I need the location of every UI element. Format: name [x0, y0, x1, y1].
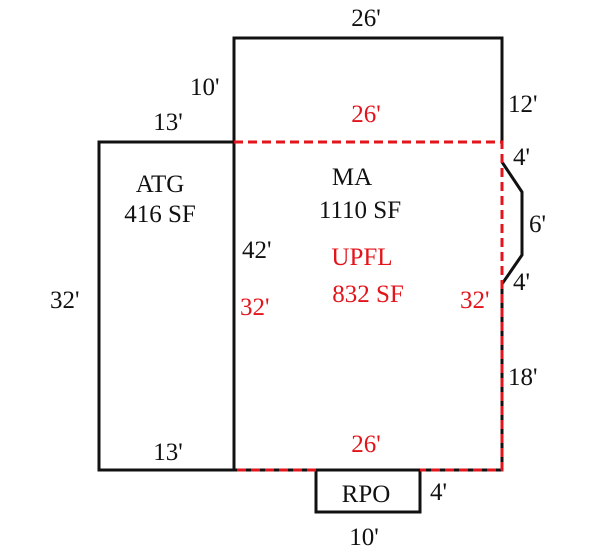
rpo-outline: [314, 468, 422, 514]
room-rpo-name: RPO: [342, 481, 391, 508]
dim-upfl-left: 32': [240, 294, 270, 321]
dim-top: 26': [351, 5, 381, 32]
dim-ma-left-upper: 10': [190, 74, 220, 101]
dim-atg-top: 13': [153, 109, 183, 136]
room-ma-name: MA: [332, 164, 372, 191]
dim-rpo-side: 4': [430, 479, 447, 506]
dim-bay-upper: 4': [513, 144, 530, 171]
dim-ma-right-upper: 12': [508, 91, 538, 118]
dim-upfl-top: 26': [351, 101, 381, 128]
dim-upfl-bottom: 26': [351, 431, 381, 458]
dim-right-lower: 18': [508, 364, 538, 391]
dim-ma-left: 42': [242, 237, 272, 264]
dim-atg-bottom: 13': [153, 439, 183, 466]
room-ma-area: 1110 SF: [319, 197, 401, 224]
bay-window: [500, 161, 524, 285]
dim-atg-left: 32': [50, 287, 80, 314]
dim-bay-lower: 4': [513, 269, 530, 296]
room-atg-area: 416 SF: [124, 201, 196, 228]
room-upfl-name: UPFL: [331, 244, 392, 271]
room-atg-name: ATG: [136, 171, 185, 198]
dim-rpo-bottom: 10': [349, 524, 379, 551]
atg-outline: [97, 140, 236, 472]
dim-upfl-right: 32': [460, 287, 490, 314]
upfl-outline: [234, 140, 504, 472]
room-upfl-area: 832 SF: [332, 281, 404, 308]
dim-bay-middle: 6': [529, 211, 546, 238]
